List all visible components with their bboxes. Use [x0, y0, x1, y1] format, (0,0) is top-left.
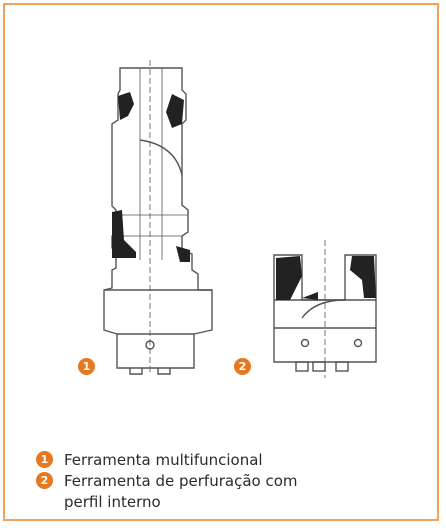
legend-badge-2: 2: [36, 472, 53, 489]
legend-label-2: Ferramenta de perfuração com: [64, 472, 298, 490]
tool1-badge: 1: [78, 358, 95, 375]
tool2-badge: 2: [234, 358, 251, 375]
legend-label-2-line-2: perfil interno: [64, 493, 161, 511]
legend-label-1: Ferramenta multifuncional: [64, 451, 263, 469]
legend-badge-1: 1: [36, 451, 53, 468]
